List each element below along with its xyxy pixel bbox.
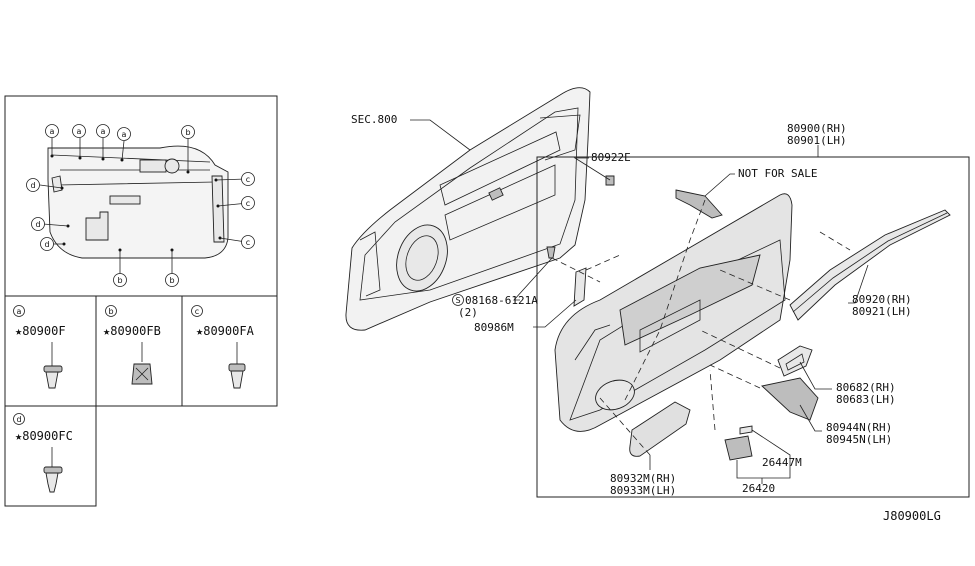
clip-boxes: a ★80900F b ★80900FB c ★80900FA d ★80900… <box>4 295 278 507</box>
door-trim-panel <box>554 193 793 432</box>
label-80932m-rh: 80932M(RH) <box>610 472 676 485</box>
clip-c-part-number: ★80900FA <box>196 324 255 338</box>
label-80682-rh: 80682(RH) <box>836 381 896 394</box>
clip-c-letter: c <box>195 307 199 316</box>
callout-c-2-label: c <box>246 199 250 208</box>
clip-d-part-number: ★80900FC <box>15 429 73 443</box>
clip-a-letter: a <box>17 307 22 316</box>
callout-c-1-label: c <box>246 175 250 184</box>
label-26447m: 26447M <box>762 456 802 469</box>
diagram-code: J80900LG <box>883 509 941 523</box>
callout-d-3-label: d <box>44 240 49 249</box>
pull-handle-finisher-icon <box>761 377 819 421</box>
mirror-corner-finisher-icon <box>675 189 723 219</box>
callout-a-1 <box>45 124 59 138</box>
armrest-pad-icon <box>629 401 691 457</box>
label-80900-rh: 80900(RH) <box>787 122 847 135</box>
part-labels: SEC.800 80922E 80900(RH) 80901(LH) NOT F… <box>351 113 941 523</box>
callout-b-3-label: b <box>169 276 174 285</box>
clip-a-icon <box>43 365 63 389</box>
label-80921-lh: 80921(LH) <box>852 305 912 318</box>
callout-b-2-label: b <box>117 276 122 285</box>
inside-handle-escutcheon-icon <box>777 345 813 377</box>
callout-d-2-label: d <box>35 220 40 229</box>
label-26420: 26420 <box>742 482 775 495</box>
leader-lines <box>410 119 869 484</box>
callout-a-4-label: a <box>122 130 127 139</box>
screw-symbol-circle <box>452 294 464 306</box>
clip-a-part-number: ★80900F <box>15 324 66 338</box>
label-80922e: 80922E <box>591 151 631 164</box>
clip-location-inset: a a a a b d c c d c d b b <box>4 95 278 297</box>
label-80683-lh: 80683(LH) <box>836 393 896 406</box>
callout-c-3-label: c <box>246 238 250 247</box>
clip-c-icon <box>228 363 246 389</box>
clip-d-letter: d <box>16 415 21 424</box>
clip-b-part-number: ★80900FB <box>103 324 161 338</box>
clip-d-icon <box>43 466 63 493</box>
screw-symbol: S <box>455 296 460 305</box>
label-80920-rh: 80920(RH) <box>852 293 912 306</box>
callout-a-1-label: a <box>50 127 55 136</box>
clip-80922e-icon <box>605 175 615 186</box>
bracket-80986m-icon <box>573 267 587 307</box>
weatherstrip-80920-icon <box>789 209 951 321</box>
screw-08168-icon <box>546 246 556 259</box>
clip-b-icon <box>131 363 153 385</box>
callout-b-1-label: b <box>185 128 190 137</box>
label-80901-lh: 80901(LH) <box>787 134 847 147</box>
step-lamp-icon <box>724 425 753 461</box>
callout-a-2-label: a <box>77 127 82 136</box>
clip-b-letter: b <box>108 307 113 316</box>
label-80945n-lh: 80945N(LH) <box>826 433 892 446</box>
label-sec-800: SEC.800 <box>351 113 397 126</box>
callout-a-3-label: a <box>101 127 106 136</box>
label-08168-6121a: 08168-6121A <box>465 294 538 307</box>
label-80933m-lh: 80933M(LH) <box>610 484 676 497</box>
callout-d-1-label: d <box>30 181 35 190</box>
label-08168-qty: (2) <box>458 306 478 319</box>
label-80944n-rh: 80944N(RH) <box>826 421 892 434</box>
label-80986m: 80986M <box>474 321 514 334</box>
label-not-for-sale: NOT FOR SALE <box>738 167 817 180</box>
door-inner-panel <box>345 87 591 331</box>
